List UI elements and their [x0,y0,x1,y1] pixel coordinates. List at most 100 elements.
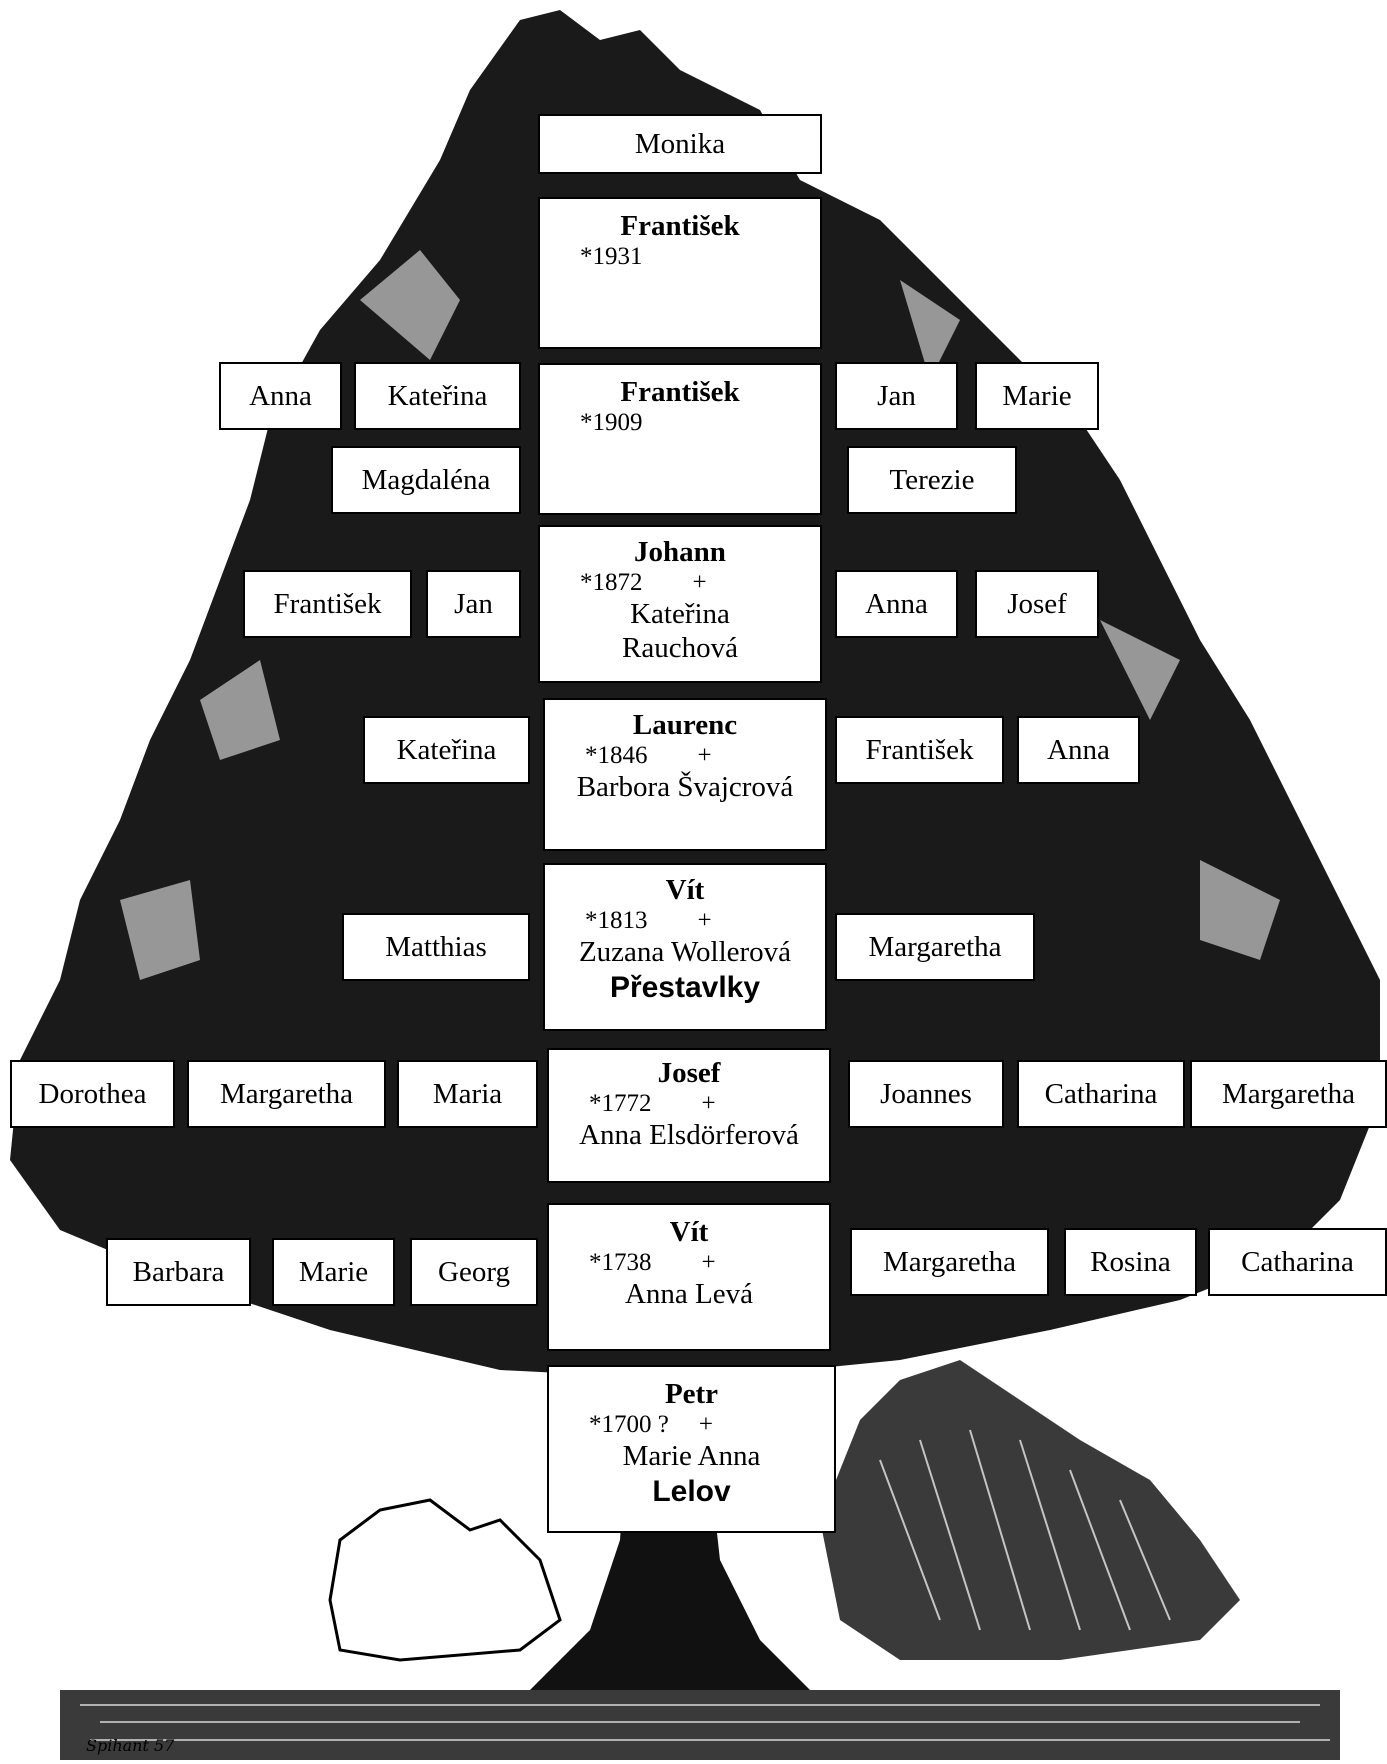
sibling-name: František [273,587,382,620]
ground-hatching [80,1704,1330,1741]
sibling-margaretha: Margaretha [1190,1060,1387,1128]
sibling-name: Anna [1047,733,1110,766]
sibling-name: Dorothea [38,1077,147,1110]
sibling-matthias: Matthias [342,913,530,981]
person-vit-1738: Vít *1738+ Anna Levá [547,1203,831,1351]
spouse-name: Anna Levá [624,1278,754,1310]
spouse-marker: + [698,1411,713,1438]
sibling-anna: Anna [1017,716,1140,784]
birth-year-row: *1872 + [540,569,820,597]
birth-year: *1931 [580,243,643,270]
sibling-name: Margaretha [868,930,1002,963]
right-bush [820,1360,1240,1660]
sibling-name: Joannes [880,1077,972,1110]
sibling-jan: Jan [426,570,521,638]
sibling-name: Magdaléna [361,463,491,496]
sibling-rosina: Rosina [1064,1228,1197,1296]
person-name: Vít [669,1216,709,1248]
sibling-name: Catharina [1044,1077,1158,1110]
sibling-name: František [865,733,974,766]
sibling-name: Anna [249,379,312,412]
sibling-catharina: Catharina [1017,1060,1185,1128]
person-petr-1700: Petr *1700 ? + Marie Anna Lelov [547,1365,836,1533]
sibling-maria: Maria [397,1060,538,1128]
spouse-marker: + [692,569,707,596]
person-name: Johann [634,536,726,568]
person-frantisek-1909: František *1909 [538,363,822,515]
sibling-name: Barbara [132,1255,225,1288]
spouse-name: Marie Anna [622,1440,761,1472]
sibling-name: Jan [877,379,916,412]
birth-year-row: *1700 ? + [549,1411,834,1439]
spouse-name: Barbora Švajcrová [576,771,794,803]
sibling-name: Kateřina [387,379,488,412]
person-johann-1872: Johann *1872 + Kateřina Rauchová [538,525,822,683]
sibling-jan: Jan [835,362,958,430]
sibling-name: Margaretha [219,1077,354,1110]
sibling-frantisek: František [835,716,1004,784]
person-name: Vít [665,874,705,906]
person-name: Petr [664,1378,719,1410]
birth-year: *1772 [589,1090,652,1117]
sibling-anna: Anna [835,570,958,638]
sibling-name: Anna [865,587,928,620]
sibling-marie: Marie [272,1238,395,1306]
sibling-name: Matthias [385,930,487,963]
sibling-name: Marie [298,1255,369,1288]
tree-canopy [10,10,1380,1380]
sibling-dorothea: Dorothea [10,1060,175,1128]
birth-year: *1813 [585,907,648,934]
place-name: Lelov [652,1475,731,1508]
sibling-margaretha: Margaretha [850,1228,1049,1296]
place-name: Přestavlky [609,971,761,1004]
person-name: Monika [634,127,726,160]
sibling-georg: Georg [410,1238,538,1306]
spouse-marker: + [697,907,712,934]
birth-year: *1872 [580,569,643,596]
sibling-name: Georg [438,1255,510,1288]
sibling-margaretha: Margaretha [835,913,1035,981]
sibling-frantisek: František [243,570,412,638]
sibling-name: Rosina [1090,1245,1171,1278]
sibling-marie: Marie [975,362,1099,430]
artist-signature: Spihant 57 [86,1736,175,1755]
sibling-name: Terezie [889,463,975,496]
sibling-name: Marie [1002,379,1072,412]
person-monika: Monika [538,114,822,174]
sibling-katerina: Kateřina [363,716,530,784]
sibling-name: Kateřina [396,733,497,766]
sibling-name: Margaretha [1221,1077,1356,1110]
birth-year: *1700 ? [589,1411,669,1438]
sibling-name: Margaretha [882,1245,1017,1278]
person-frantisek-1931: František *1931 [538,197,822,349]
birth-year-row: *1813 + [545,907,825,935]
sibling-barbara: Barbara [106,1238,251,1306]
ground [60,1690,1340,1760]
birth-year: *1909 [580,409,643,436]
sibling-joannes: Joannes [848,1060,1004,1128]
birth-year: *1846 [585,742,648,769]
bush-hatching [879,1429,1171,1631]
person-name: Laurenc [632,709,738,741]
sibling-name: Josef [1007,587,1067,620]
spouse-marker: + [701,1090,716,1117]
spouse-marker: + [701,1249,716,1276]
spouse-marker: + [697,742,712,769]
person-name: František [620,376,740,408]
left-bush [328,1498,562,1662]
sibling-margaretha: Margaretha [187,1060,386,1128]
person-name: František [620,210,740,242]
person-laurenc-1846: Laurenc *1846 + Barbora Švajcrová [543,698,827,851]
sibling-anna: Anna [219,362,342,430]
sibling-terezie: Terezie [847,446,1017,514]
spouse-name: Anna Elsdörferová [579,1119,799,1151]
sibling-magdalena: Magdaléna [331,446,521,514]
sibling-name: Maria [432,1077,503,1110]
spouse-name: Kateřina [630,598,730,630]
birth-year-row: *1846 + [545,742,825,770]
spouse-surname: Rauchová [622,632,738,664]
birth-year-row: *1738+ [549,1249,829,1277]
birth-year-row: *1772 + [549,1090,829,1118]
sibling-name: Catharina [1241,1245,1354,1278]
